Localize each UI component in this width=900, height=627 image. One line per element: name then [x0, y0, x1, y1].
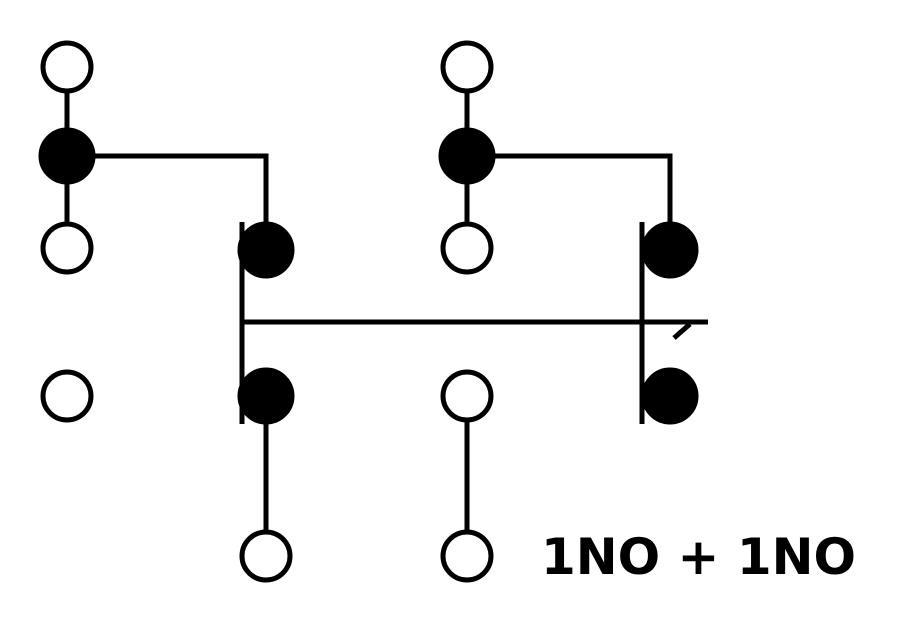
contact-right-upper — [641, 221, 699, 279]
terminal-left-middle — [40, 221, 94, 275]
terminal-right-bottom — [440, 369, 494, 423]
contact-configuration-label: 1NO + 1NO — [541, 528, 856, 586]
contact-left-lower — [237, 367, 295, 425]
actuator-linkage — [239, 222, 708, 424]
terminal-right-top — [440, 40, 494, 94]
wire-right-bridge — [467, 153, 673, 225]
terminal-right-common — [438, 127, 496, 185]
terminal-left-common — [38, 127, 96, 185]
terminal-right-output — [440, 529, 494, 583]
contact-group-left — [38, 40, 295, 583]
contact-left-upper — [237, 221, 295, 279]
terminal-right-middle — [440, 221, 494, 275]
terminal-left-top — [40, 40, 94, 94]
wire-left-bridge — [67, 153, 269, 225]
actuator-arrow-tick — [672, 322, 692, 340]
contact-group-right — [438, 40, 699, 583]
terminal-left-bottom — [40, 369, 94, 423]
contact-right-lower — [641, 367, 699, 425]
terminal-left-output — [239, 529, 293, 583]
